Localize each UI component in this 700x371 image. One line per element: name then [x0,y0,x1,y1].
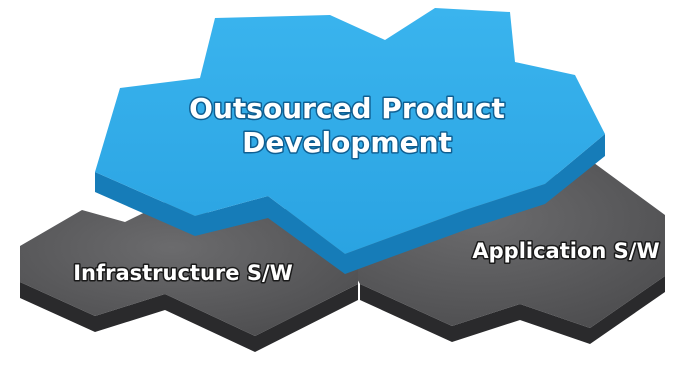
infrastructure-sw-block-side [20,282,358,352]
outsourced-product-block [95,8,605,274]
outsourced-product-label-line1: Outsourced Product [189,92,505,125]
outsourced-product-block-side [95,134,605,274]
infrastructure-sw-block [20,200,358,352]
outsourced-product-block-top [95,8,605,254]
outsourced-product-label-line2: Development [242,126,452,159]
application-sw-block-side [360,276,665,344]
application-sw-label: Application S/W [472,239,659,263]
infrastructure-sw-label: Infrastructure S/W [73,261,293,285]
infrastructure-sw-block-top [20,200,358,336]
